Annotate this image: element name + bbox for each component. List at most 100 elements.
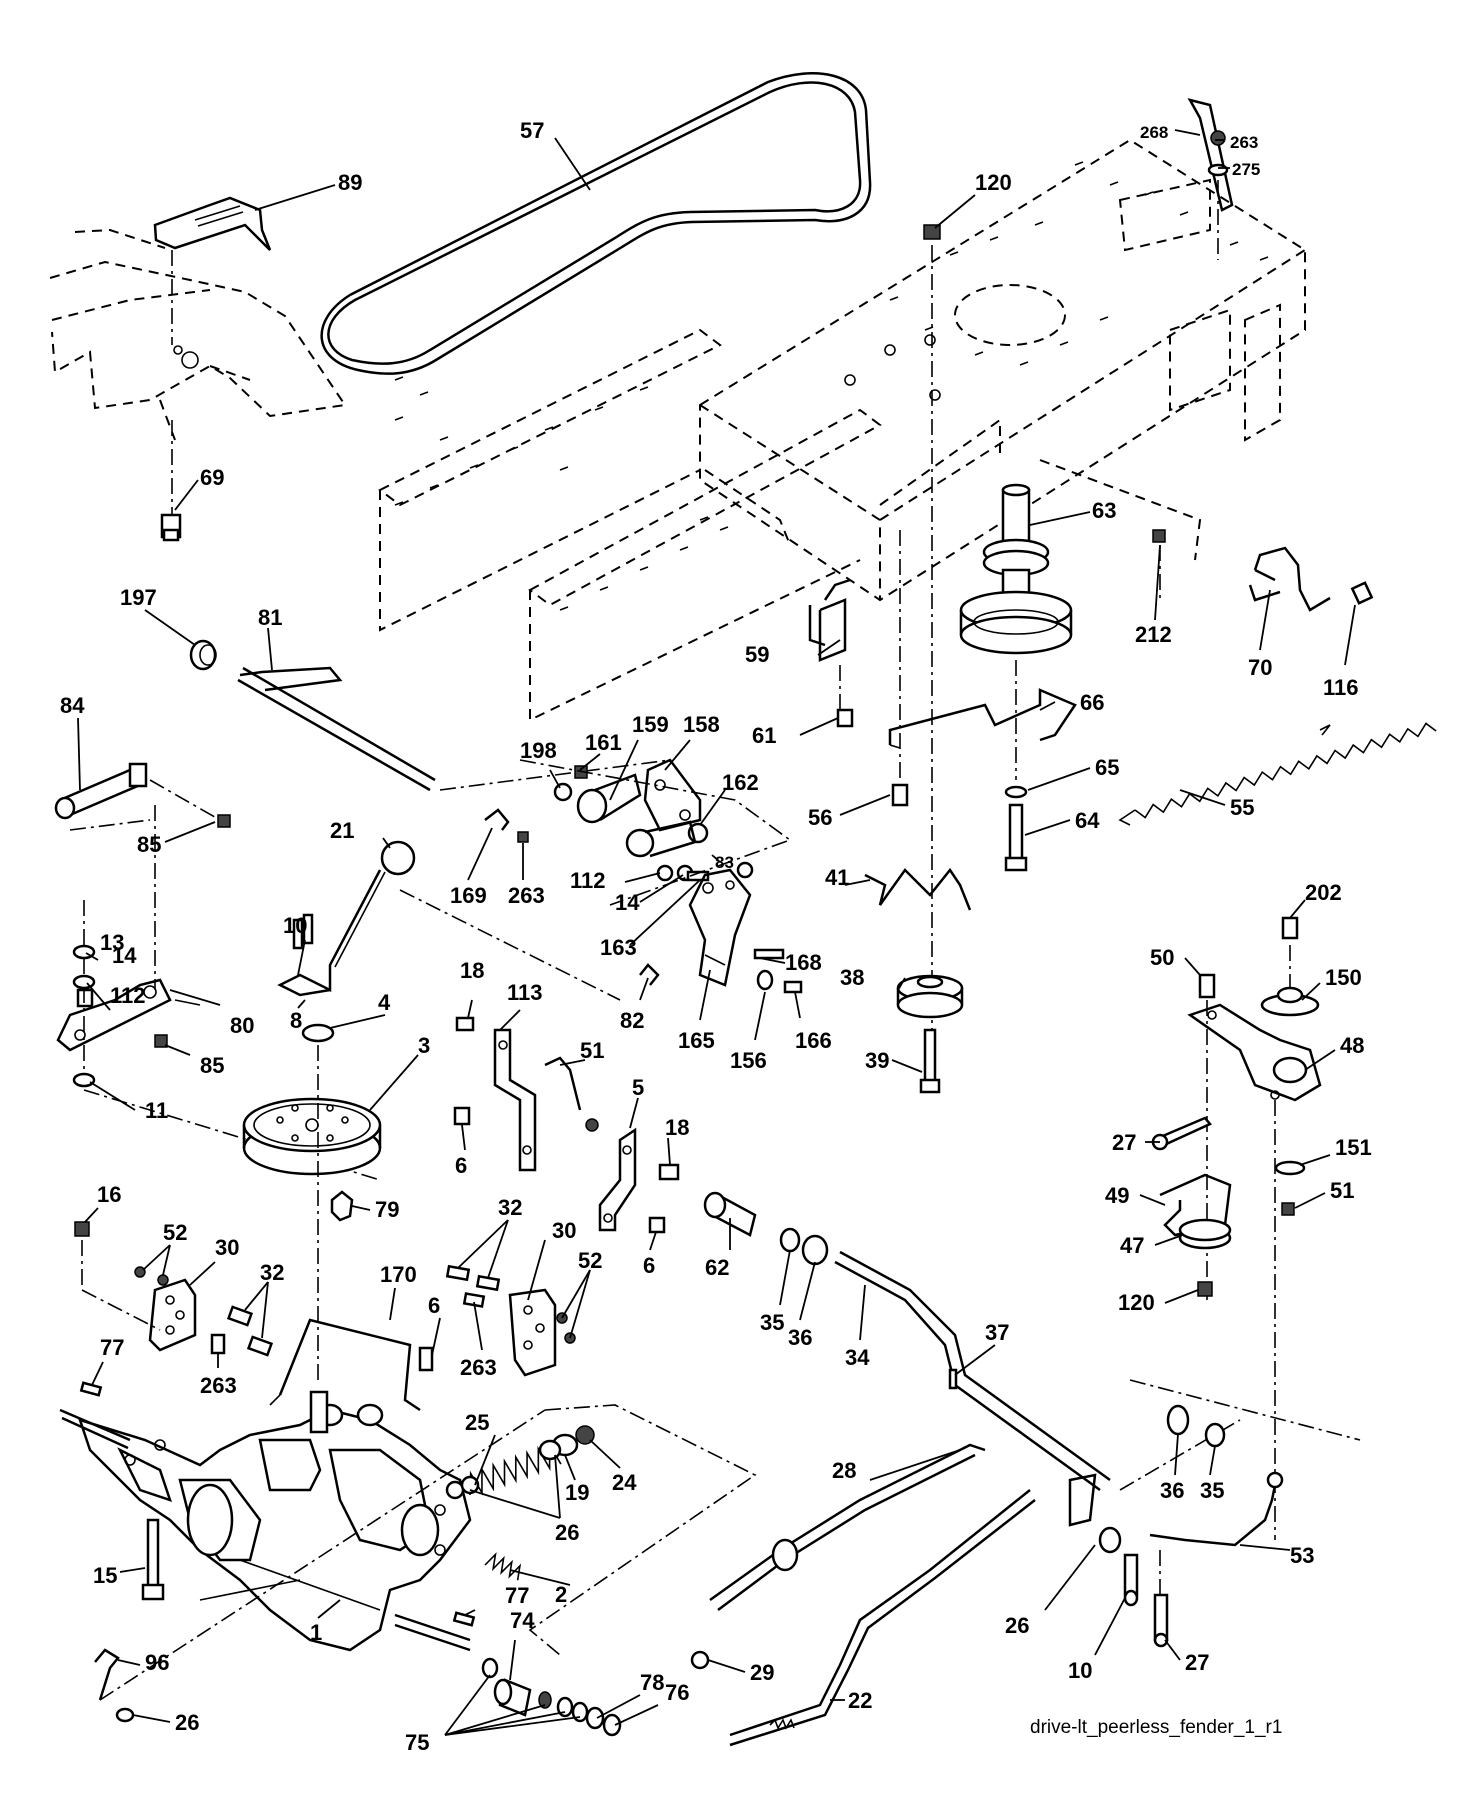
label-51: 51 (580, 1038, 604, 1063)
label-1: 1 (310, 1620, 322, 1645)
part-1-transaxle (59, 1390, 472, 1652)
part-35-washer (779, 1227, 801, 1253)
part-120-nut (923, 224, 941, 1070)
label-10-right: 10 (1068, 1658, 1092, 1683)
label-30: 30 (215, 1235, 239, 1260)
part-30-bracket (148, 1278, 197, 1352)
label-41: 41 (825, 865, 849, 890)
part-32-bolts (226, 1305, 274, 1357)
label-47: 47 (1120, 1233, 1144, 1258)
label-57: 57 (520, 118, 544, 143)
part-62-bushing (703, 1191, 757, 1237)
part-cross-bracket (1068, 1473, 1097, 1527)
fender-outline (49, 228, 347, 441)
part-51-spring (544, 1056, 599, 1132)
part-69-bolt (160, 420, 182, 542)
label-16: 16 (97, 1182, 121, 1207)
part-26-washer-right (1098, 1526, 1122, 1554)
part-61-bolt (836, 708, 854, 728)
part-26-washer-left (115, 1707, 135, 1723)
chassis-frame (378, 138, 1306, 722)
part-10-bolt-right (1123, 1553, 1139, 1607)
label-82: 82 (620, 1008, 644, 1033)
label-21: 21 (330, 818, 354, 843)
part-13-bolt (76, 900, 94, 1070)
label-168: 168 (785, 950, 822, 975)
part-158-bracket (643, 758, 702, 832)
part-197-bushing (189, 639, 217, 671)
label-15: 15 (93, 1563, 117, 1588)
part-79-key (330, 1190, 354, 1222)
part-18-bolt (455, 1016, 475, 1032)
label-268: 268 (1140, 123, 1168, 142)
part-52-nuts (134, 1266, 169, 1286)
part-82-clip (639, 963, 660, 986)
part-55-spring (1118, 722, 1437, 826)
part-36-washer (801, 1234, 829, 1266)
part-89-bracket (153, 196, 272, 345)
label-263-mid: 263 (508, 883, 545, 908)
label-84: 84 (60, 693, 85, 718)
label-8: 8 (290, 1008, 302, 1033)
label-37: 37 (985, 1320, 1009, 1345)
part-4-key (301, 1023, 335, 1043)
part-113-bracket (493, 1028, 537, 1172)
label-80: 80 (230, 1013, 254, 1038)
part-112-washer (72, 974, 96, 990)
label-69: 69 (200, 465, 224, 490)
part-65-washer (1004, 785, 1028, 799)
label-52-right: 52 (578, 1248, 602, 1273)
label-61: 61 (752, 723, 776, 748)
label-55: 55 (1230, 795, 1254, 820)
label-38: 38 (840, 965, 864, 990)
part-263-bolt-right (462, 1292, 486, 1308)
label-59: 59 (745, 642, 769, 667)
part-shaft-mid (625, 820, 697, 858)
part-28-rod (709, 1443, 986, 1612)
label-56: 56 (808, 805, 832, 830)
part-6-bolt (453, 1106, 471, 1126)
part-83-washer (736, 861, 754, 879)
label-18-right: 18 (665, 1115, 689, 1140)
part-84-link (54, 762, 221, 821)
part-112-washer-mid (656, 864, 674, 882)
label-275: 275 (1232, 160, 1260, 179)
label-112: 112 (110, 983, 146, 1008)
label-263-left: 263 (200, 1373, 237, 1398)
part-268-spring-rod (1187, 98, 1234, 260)
label-48: 48 (1340, 1033, 1364, 1058)
part-159-pivot (576, 773, 642, 824)
label-64: 64 (1075, 808, 1100, 833)
part-8-shift-lever (277, 869, 386, 997)
part-35-washer-right (1204, 1422, 1226, 1448)
label-166: 166 (795, 1028, 832, 1053)
part-21-knob (380, 840, 416, 876)
label-6: 6 (455, 1153, 467, 1178)
label-49: 49 (1105, 1183, 1129, 1208)
label-197: 197 (120, 585, 157, 610)
label-165: 165 (678, 1028, 715, 1053)
label-169: 169 (450, 883, 487, 908)
part-76-clip (602, 1713, 622, 1737)
label-25: 25 (465, 1410, 489, 1435)
label-11: 11 (145, 1098, 168, 1123)
part-30-bracket-right (508, 1288, 557, 1377)
part-78-washer (585, 1706, 605, 1730)
part-18-bolt-right (658, 1163, 680, 1181)
label-26-mid: 26 (555, 1520, 579, 1545)
label-29: 29 (750, 1660, 774, 1685)
label-156: 156 (730, 1048, 767, 1073)
part-169-clip (484, 808, 510, 831)
label-35-right: 35 (1200, 1478, 1224, 1503)
part-163-bolt (686, 870, 710, 882)
label-14: 14 (112, 943, 137, 968)
label-24: 24 (612, 1470, 637, 1495)
part-150-pulley (1260, 986, 1320, 1017)
part-29-bushing (690, 1650, 710, 1670)
label-10: 10 (283, 913, 307, 938)
label-116: 116 (1323, 675, 1359, 700)
label-53: 53 (1290, 1543, 1314, 1568)
part-151-washer (1274, 1160, 1306, 1176)
label-161: 161 (585, 730, 622, 755)
